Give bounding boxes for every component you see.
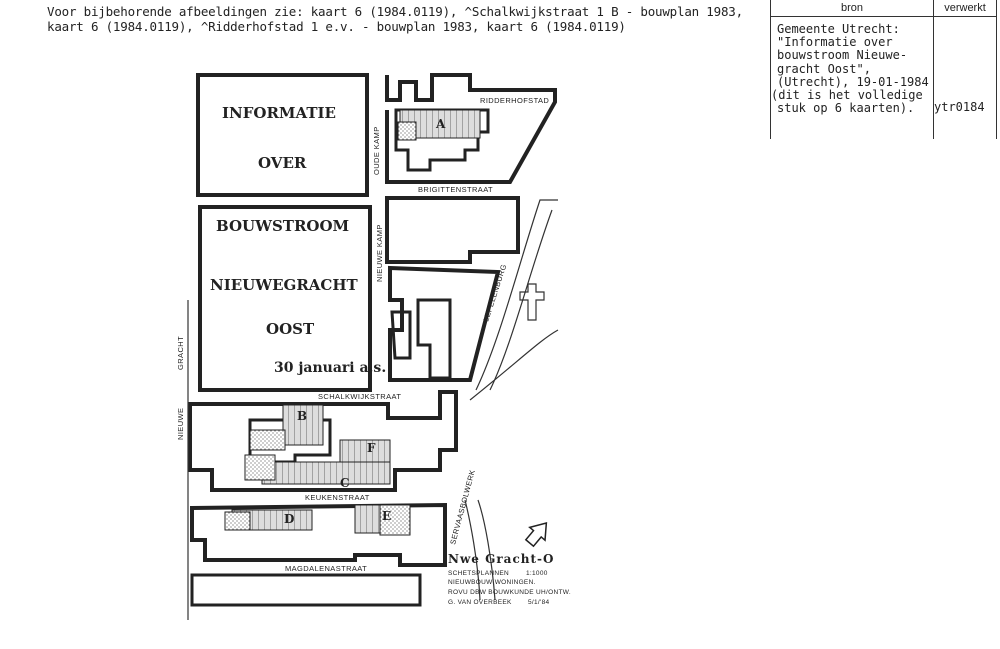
block-lepelenburg-inner <box>390 310 412 360</box>
column-header-bron: bron <box>770 0 934 17</box>
street-ridderhofstad: RIDDERHOFSTAD <box>480 96 549 105</box>
legend-line: G. VAN OVERBEEK <box>448 599 512 606</box>
verwerkt-cell: ytr0184 <box>933 16 997 139</box>
unit-c-dots <box>244 454 276 481</box>
block-schalkwijk <box>188 390 458 492</box>
unit-d-dots <box>224 511 251 531</box>
bron-line: (Utrecht), 19-01-1984 <box>777 74 929 89</box>
street-schalkwijkstraat: SCHALKWIJKSTRAAT <box>318 392 401 401</box>
bron-line: (dit is het volledige <box>771 88 923 103</box>
verwerkt-value: ytr0184 <box>934 100 985 114</box>
legend-date: 5/1/'84 <box>528 599 549 606</box>
legend-line: NIEUWBOUW WONINGEN. <box>448 579 536 586</box>
street-magdalenastraat: MAGDALENASTRAAT <box>285 564 367 573</box>
block-lepelenburg <box>388 265 501 382</box>
legend-title: Nwe Gracht-O <box>448 552 554 566</box>
title-block-bottom <box>198 205 372 392</box>
map-title-line: NIEUWEGRACHT <box>210 276 359 294</box>
header-line-1: Voor bijbehorende afbeeldingen zie: kaar… <box>47 4 743 19</box>
block-brigitten <box>385 196 520 264</box>
street-keukenstraat: KEUKENSTRAAT <box>305 493 370 502</box>
block-a-outline <box>385 73 557 184</box>
header-line-2: kaart 6 (1984.0119), ^Ridderhofstad 1 e.… <box>47 19 626 34</box>
block-label-d: D <box>284 512 294 526</box>
bron-line: bouwstroom Nieuwe- <box>777 48 908 63</box>
block-magdalena <box>190 573 422 607</box>
block-a-inner <box>394 108 490 172</box>
block-label-c: C <box>340 476 350 490</box>
block-label-f: F <box>367 441 376 455</box>
unit-f <box>339 439 391 466</box>
map-date-text: 30 januari a.s. <box>274 360 386 376</box>
column-header-verwerkt: verwerkt <box>933 0 997 17</box>
bron-line: "Informatie over <box>777 35 893 50</box>
map-title-line: OVER <box>258 154 307 172</box>
block-lepelenburg-inner-2 <box>416 298 452 380</box>
unit-b-dots <box>249 429 286 451</box>
map-title-line: INFORMATIE <box>222 104 336 122</box>
church-outline <box>519 283 545 321</box>
street-brigittenstraat: BRIGITTENSTRAAT <box>418 185 493 194</box>
street-gracht: GRACHT <box>176 336 185 370</box>
block-label-b: B <box>297 409 307 423</box>
legend-scale: 1:1000 <box>526 570 548 577</box>
bron-line: stuk op 6 kaarten). <box>777 101 915 116</box>
street-oude-kamp: OUDE KAMP <box>372 126 381 175</box>
block-label-a: A <box>435 117 446 131</box>
title-block-top <box>196 73 369 197</box>
street-nieuwe: NIEUWE <box>176 408 185 440</box>
bron-line: Gemeente Utrecht: <box>777 22 900 36</box>
unit-b <box>282 404 324 446</box>
source-table: bron verwerkt Gemeente Utrecht:"Informat… <box>770 0 997 139</box>
unit-a-dots <box>397 121 417 141</box>
bron-line: gracht Oost", <box>777 61 871 76</box>
block-keuken <box>190 502 447 567</box>
map-title-line: BOUWSTROOM <box>216 217 349 235</box>
legend-line: ROVU DBW BOUWKUNDE UH/ONTW. <box>448 589 571 596</box>
legend-line: SCHETSPLANNEN <box>448 570 509 577</box>
map-title-line: OOST <box>266 320 315 338</box>
block-label-e: E <box>382 509 391 523</box>
road-lines <box>187 199 559 620</box>
block-outlines <box>188 73 557 607</box>
north-arrow-icon <box>524 522 548 548</box>
street-nieuwe-kamp: NIEUWE KAMP <box>375 224 384 282</box>
unit-e-dots <box>379 504 411 536</box>
header-note: Voor bijbehorende afbeeldingen zie: kaar… <box>47 4 743 34</box>
unit-c <box>261 461 391 485</box>
building-units <box>224 109 481 536</box>
